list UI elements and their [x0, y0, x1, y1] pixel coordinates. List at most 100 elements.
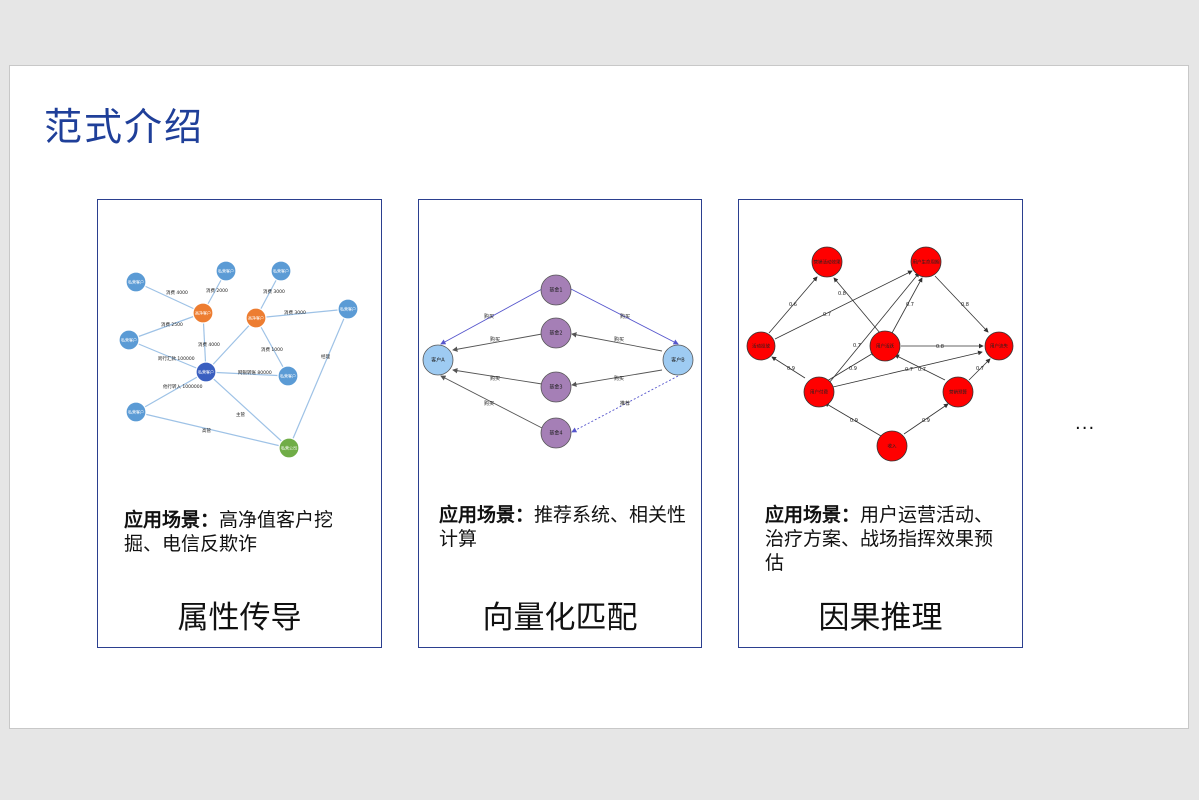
vector-matching-graph: 购买 购买 购买 购买 购买 购买 购买 推荐 客户A 基金1 基金2 — [422, 274, 694, 449]
edge — [205, 317, 257, 373]
edge — [571, 332, 663, 352]
node-label: 营销预算 — [949, 389, 967, 396]
scenario-description: 高净值客户挖掘、电信反欺诈 — [124, 509, 334, 555]
edge-label: 0.8 — [961, 302, 969, 308]
graph-node — [811, 246, 843, 278]
graph-node — [540, 274, 572, 306]
edge — [833, 277, 881, 334]
edge — [440, 375, 543, 429]
graph-node — [125, 401, 147, 423]
edge-label: 0.7 — [853, 343, 861, 349]
graph-node — [540, 371, 572, 403]
edge-label: 0.8 — [838, 291, 846, 297]
node-labels: 私营客户 私营客户 私营客户 高净客户 高净客户 私营客户 私营客户 私营客户 … — [121, 268, 356, 451]
edge — [828, 272, 920, 384]
edge-label: 0.8 — [936, 344, 944, 350]
edge-labels: 购买 购买 购买 购买 购买 购买 购买 推荐 — [484, 313, 630, 407]
graph-nodes — [118, 260, 359, 459]
edge — [968, 358, 991, 381]
edge-label: 主管 — [236, 411, 245, 418]
node-label: 基金1 — [549, 287, 562, 294]
edge — [934, 275, 989, 333]
edge-label: 购买 — [490, 375, 500, 382]
node-label: 营销活动效果 — [814, 259, 841, 266]
edge-label: 0.7 — [976, 366, 984, 372]
node-label: 私营公司 — [281, 445, 297, 451]
node-label: 私营客户 — [273, 268, 289, 274]
node-label: 用户活跃 — [876, 343, 894, 350]
node-label: 私营客户 — [128, 409, 144, 415]
graph-node — [869, 330, 901, 362]
card-vector-matching: 购买 购买 购买 购买 购买 购买 购买 推荐 客户A 基金1 基金2 — [418, 199, 702, 648]
graph-edges — [440, 288, 679, 433]
edge-label: 0.7 — [918, 367, 926, 373]
card-title: 向量化匹配 — [482, 600, 638, 636]
edge-label: 0.9 — [849, 366, 857, 372]
edge-label: 购买 — [614, 336, 624, 343]
edge — [452, 368, 543, 385]
edge-label: 0.9 — [787, 366, 795, 372]
edge-label: 网银转账 80000 — [238, 369, 272, 376]
edge — [771, 356, 806, 379]
edge-label: 0.9 — [850, 418, 858, 424]
graph-node — [876, 430, 908, 462]
scenario-text: 应用场景：推荐系统、相关性计算 — [439, 503, 689, 551]
edge — [135, 411, 290, 449]
edge — [894, 354, 946, 381]
node-label: 私营客户 — [128, 279, 144, 285]
edge-label: 消费 4000 — [198, 341, 220, 348]
graph-node — [662, 344, 694, 376]
node-label: 高净客户 — [195, 310, 211, 316]
edge — [128, 312, 204, 341]
edge — [135, 281, 204, 314]
node-label: 私营客户 — [340, 306, 356, 312]
scenario-description: 推荐系统、相关性计算 — [439, 504, 687, 550]
graph-nodes — [422, 274, 694, 449]
node-label: 私营客户 — [280, 373, 296, 379]
edge-label: 消费 3000 — [284, 309, 306, 316]
edge — [768, 276, 818, 334]
card-title: 属性传导 — [177, 600, 302, 636]
edge — [128, 339, 207, 373]
edge — [440, 288, 543, 345]
card-attribute-propagation: 消费 4000 消费 2000 消费 3000 消费 2500 消费 3000 … — [97, 199, 382, 648]
attribute-propagation-graph: 消费 4000 消费 2000 消费 3000 消费 2500 消费 3000 … — [118, 260, 359, 459]
page-title: 范式介绍 — [44, 105, 205, 149]
graph-node — [910, 246, 942, 278]
graph-node — [422, 344, 454, 376]
edge-labels: 消费 4000 消费 2000 消费 3000 消费 2500 消费 3000 … — [158, 287, 330, 434]
node-label: 私营客户 — [218, 268, 234, 274]
graph-node — [540, 417, 572, 449]
node-label: 基金4 — [549, 430, 562, 437]
edge-label: 消费 2500 — [161, 321, 183, 328]
edge-label: 高管 — [202, 427, 211, 434]
graph-node — [270, 260, 292, 282]
edge-label: 购买 — [620, 313, 630, 320]
graph-node — [277, 365, 299, 387]
graph-node — [540, 317, 572, 349]
edge — [832, 350, 983, 388]
card-title: 因果推理 — [818, 600, 943, 636]
node-label: 私营客户 — [198, 369, 214, 375]
edge-label: 他行转入 1000000 — [163, 383, 203, 390]
graph-node — [803, 376, 835, 408]
graph-node — [215, 260, 237, 282]
edge-label: 推荐 — [620, 400, 630, 407]
edge-label: 购买 — [614, 375, 624, 382]
graph-node — [746, 331, 776, 361]
scenario-label: 应用场景： — [124, 509, 220, 531]
edge — [135, 371, 207, 413]
edge — [452, 333, 543, 352]
edge — [255, 317, 289, 377]
node-label: 客户A — [431, 357, 445, 364]
graph-node — [245, 307, 267, 329]
scenario-text: 应用场景：高净值客户挖掘、电信反欺诈 — [124, 508, 364, 556]
graph-node — [278, 437, 300, 459]
edge-label: 购买 — [484, 313, 494, 320]
causal-inference-graph: 0.6 0.8 0.7 0.8 0.7 0.9 0.7 0.8 0.9 0.7 … — [746, 246, 1014, 462]
node-label: 用户付费 — [810, 389, 828, 396]
node-label: 用户生命周期 — [913, 259, 940, 266]
edge-label: 经理 — [321, 353, 330, 360]
graph-nodes — [746, 246, 1014, 462]
node-labels: 营销活动效果 用户生命周期 活动投放 用户活跃 用户流失 用户付费 营销预算 收… — [752, 259, 1008, 450]
